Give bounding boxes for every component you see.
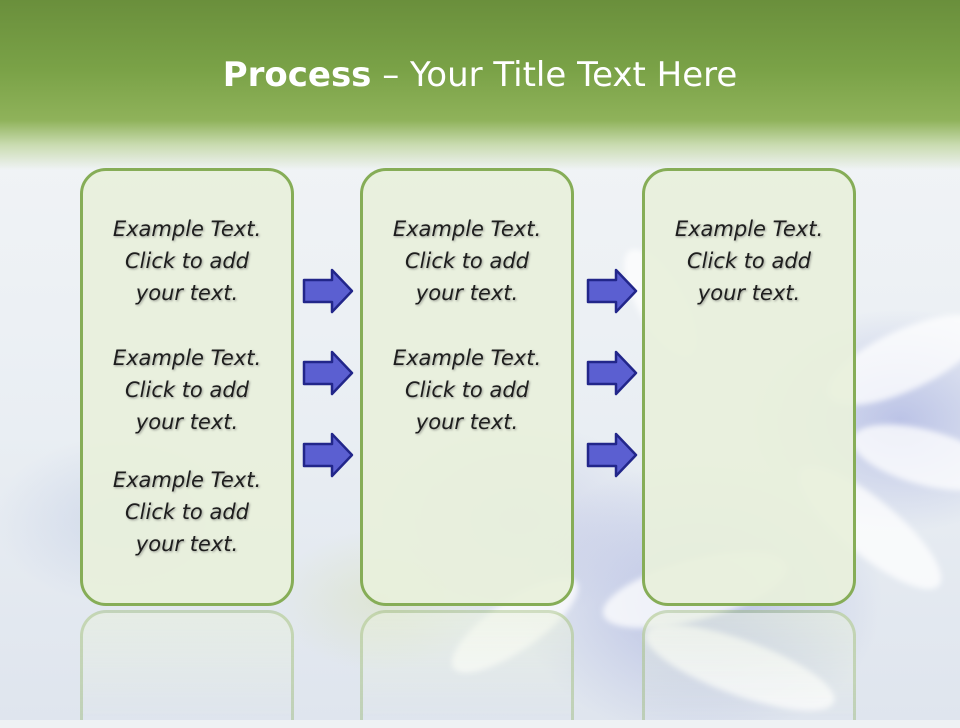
text-line: Click to add: [124, 378, 249, 402]
text-line: Example Text.: [392, 217, 542, 241]
title-bold: Process: [222, 55, 372, 95]
text-line: Example Text.: [392, 346, 542, 370]
text-line: Example Text.: [112, 217, 262, 241]
text-block[interactable]: Example Text. Click to add your text.: [363, 213, 571, 309]
process-step-panel-2[interactable]: Example Text. Click to add your text. Ex…: [360, 168, 574, 606]
text-block[interactable]: Example Text. Click to add your text.: [83, 213, 291, 309]
slide-title[interactable]: Process – Your Title Text Here: [0, 52, 960, 98]
panel-reflection: [360, 610, 574, 720]
text-block[interactable]: Example Text. Click to add your text.: [83, 464, 291, 560]
right-arrow-icon[interactable]: [302, 432, 354, 478]
text-line: Example Text.: [112, 346, 262, 370]
text-line: Example Text.: [112, 468, 262, 492]
right-arrow-icon[interactable]: [586, 350, 638, 396]
text-line: Click to add: [124, 249, 249, 273]
text-block[interactable]: Example Text. Click to add your text.: [83, 342, 291, 438]
title-bar: [0, 0, 960, 170]
text-line: your text.: [135, 410, 239, 434]
text-line: your text.: [415, 410, 519, 434]
right-arrow-icon[interactable]: [586, 432, 638, 478]
text-line: Click to add: [404, 249, 529, 273]
right-arrow-icon[interactable]: [302, 268, 354, 314]
right-arrow-icon[interactable]: [302, 350, 354, 396]
panel-reflection: [642, 610, 856, 720]
text-line: Click to add: [686, 249, 811, 273]
text-line: your text.: [415, 281, 519, 305]
process-step-panel-1[interactable]: Example Text. Click to add your text. Ex…: [80, 168, 294, 606]
text-line: your text.: [135, 281, 239, 305]
text-line: your text.: [697, 281, 801, 305]
text-line: Click to add: [404, 378, 529, 402]
text-line: your text.: [135, 532, 239, 556]
text-line: Example Text.: [674, 217, 824, 241]
text-line: Click to add: [124, 500, 249, 524]
right-arrow-icon[interactable]: [586, 268, 638, 314]
text-block[interactable]: Example Text. Click to add your text.: [363, 342, 571, 438]
title-rest: – Your Title Text Here: [371, 55, 738, 95]
process-step-panel-3[interactable]: Example Text. Click to add your text.: [642, 168, 856, 606]
panel-reflection: [80, 610, 294, 720]
text-block[interactable]: Example Text. Click to add your text.: [645, 213, 853, 309]
